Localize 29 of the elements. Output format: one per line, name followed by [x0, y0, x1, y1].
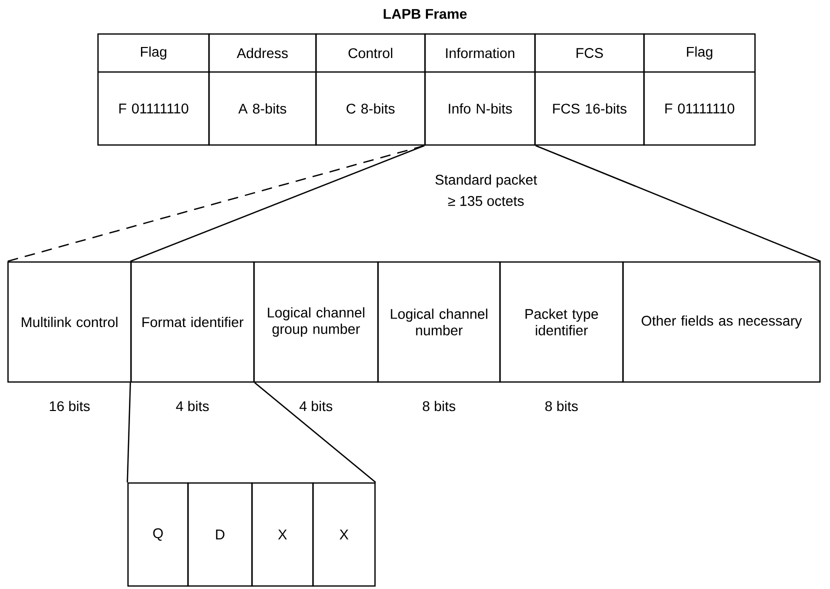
bit-width-label: 8 bits — [422, 400, 456, 412]
packet-field-cell: Other fields as necessary — [622, 261, 821, 383]
frame-field-cell: FCS FCS 16-bits — [534, 33, 645, 146]
packet-field-cell: Logical channel number — [377, 261, 501, 383]
frame-field-cell: Control C 8-bits — [315, 33, 426, 146]
packet-field-cell: Format identifier — [130, 261, 255, 383]
frame-field-cell: Flag F 01111110 — [97, 33, 210, 146]
frame-field-cell: Information Info N-bits — [424, 33, 536, 146]
bit-width-label: 8 bits — [545, 400, 578, 412]
bit-width-label: 4 bits — [300, 400, 332, 412]
bit-width-label: 16 bits — [50, 400, 90, 412]
expansion-line — [130, 145, 425, 262]
expansion-line — [254, 382, 376, 483]
expansion-line — [126, 382, 131, 482]
packet-field-cell: Packet type identifier — [499, 261, 624, 383]
packet-size-note: Standard packet — [435, 174, 538, 188]
frame-field-cell: Address A 8-bits — [208, 33, 317, 146]
frame-field-cell: Flag F 01111110 — [643, 33, 756, 146]
bit-cell: X — [251, 482, 314, 587]
bit-cell: Q — [127, 482, 189, 587]
packet-field-cell: Logical channel group number — [253, 261, 379, 383]
bit-cell: X — [312, 482, 376, 587]
expansion-line — [7, 145, 425, 262]
bit-width-label: 4 bits — [176, 400, 209, 412]
bit-cell: D — [187, 482, 253, 587]
packet-size-note: ≥ 135 octets — [448, 196, 524, 206]
expansion-line — [535, 145, 821, 262]
title: LAPB Frame — [384, 9, 467, 19]
packet-field-cell: Multilink control — [7, 261, 132, 383]
